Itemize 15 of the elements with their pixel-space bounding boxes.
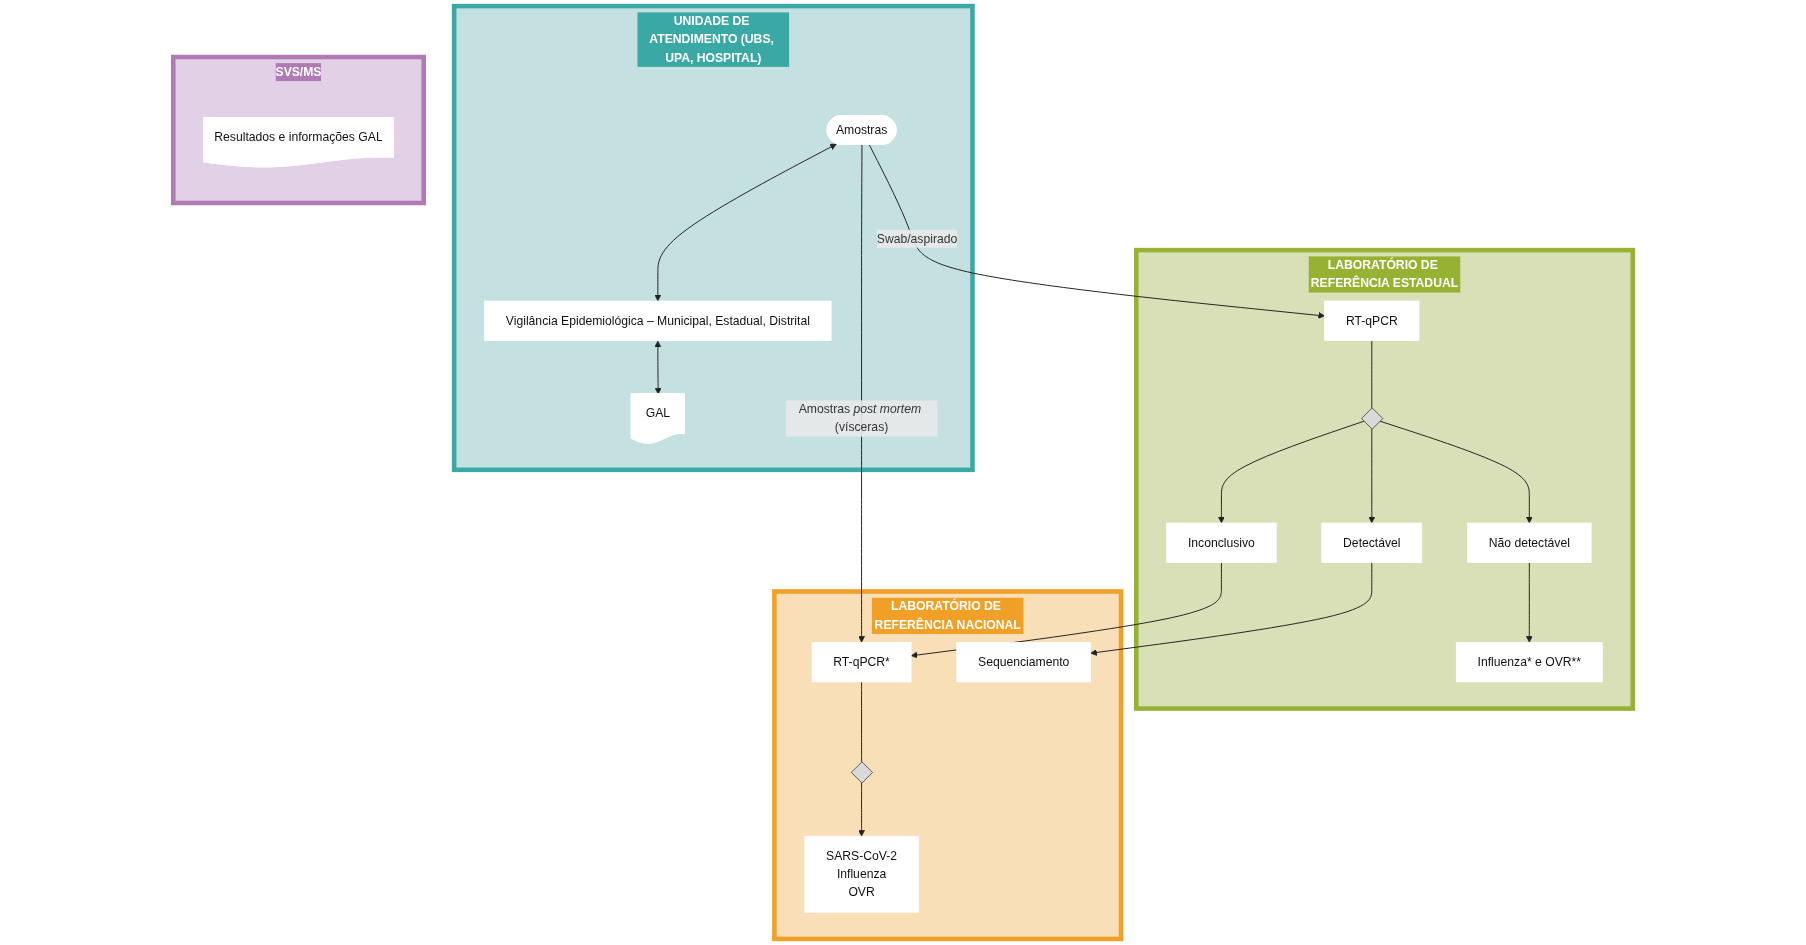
node-diamond	[850, 761, 873, 784]
node-box: Não detectável	[1467, 522, 1592, 563]
edge-label: Swab/aspirado	[876, 231, 958, 245]
connector	[1371, 340, 1373, 409]
node-box: Influenza* e OVR**	[1455, 642, 1603, 683]
node-diamond	[1361, 407, 1384, 430]
node-box: Detectável	[1321, 522, 1423, 563]
node-box: SARS-CoV-2 Influenza OVR	[804, 835, 919, 913]
node-box: RT-qPCR	[1324, 300, 1420, 341]
edge-label: Amostras post mortem (vísceras)	[798, 402, 922, 434]
node-box: Sequenciamento	[956, 642, 1091, 683]
connector	[861, 681, 863, 763]
node-box: Vigilância Epidemiológica – Municipal, Estadual, Distrital	[484, 300, 832, 341]
node-box: Inconclusivo	[1166, 522, 1277, 563]
node-box: RT-qPCR*	[811, 642, 912, 683]
